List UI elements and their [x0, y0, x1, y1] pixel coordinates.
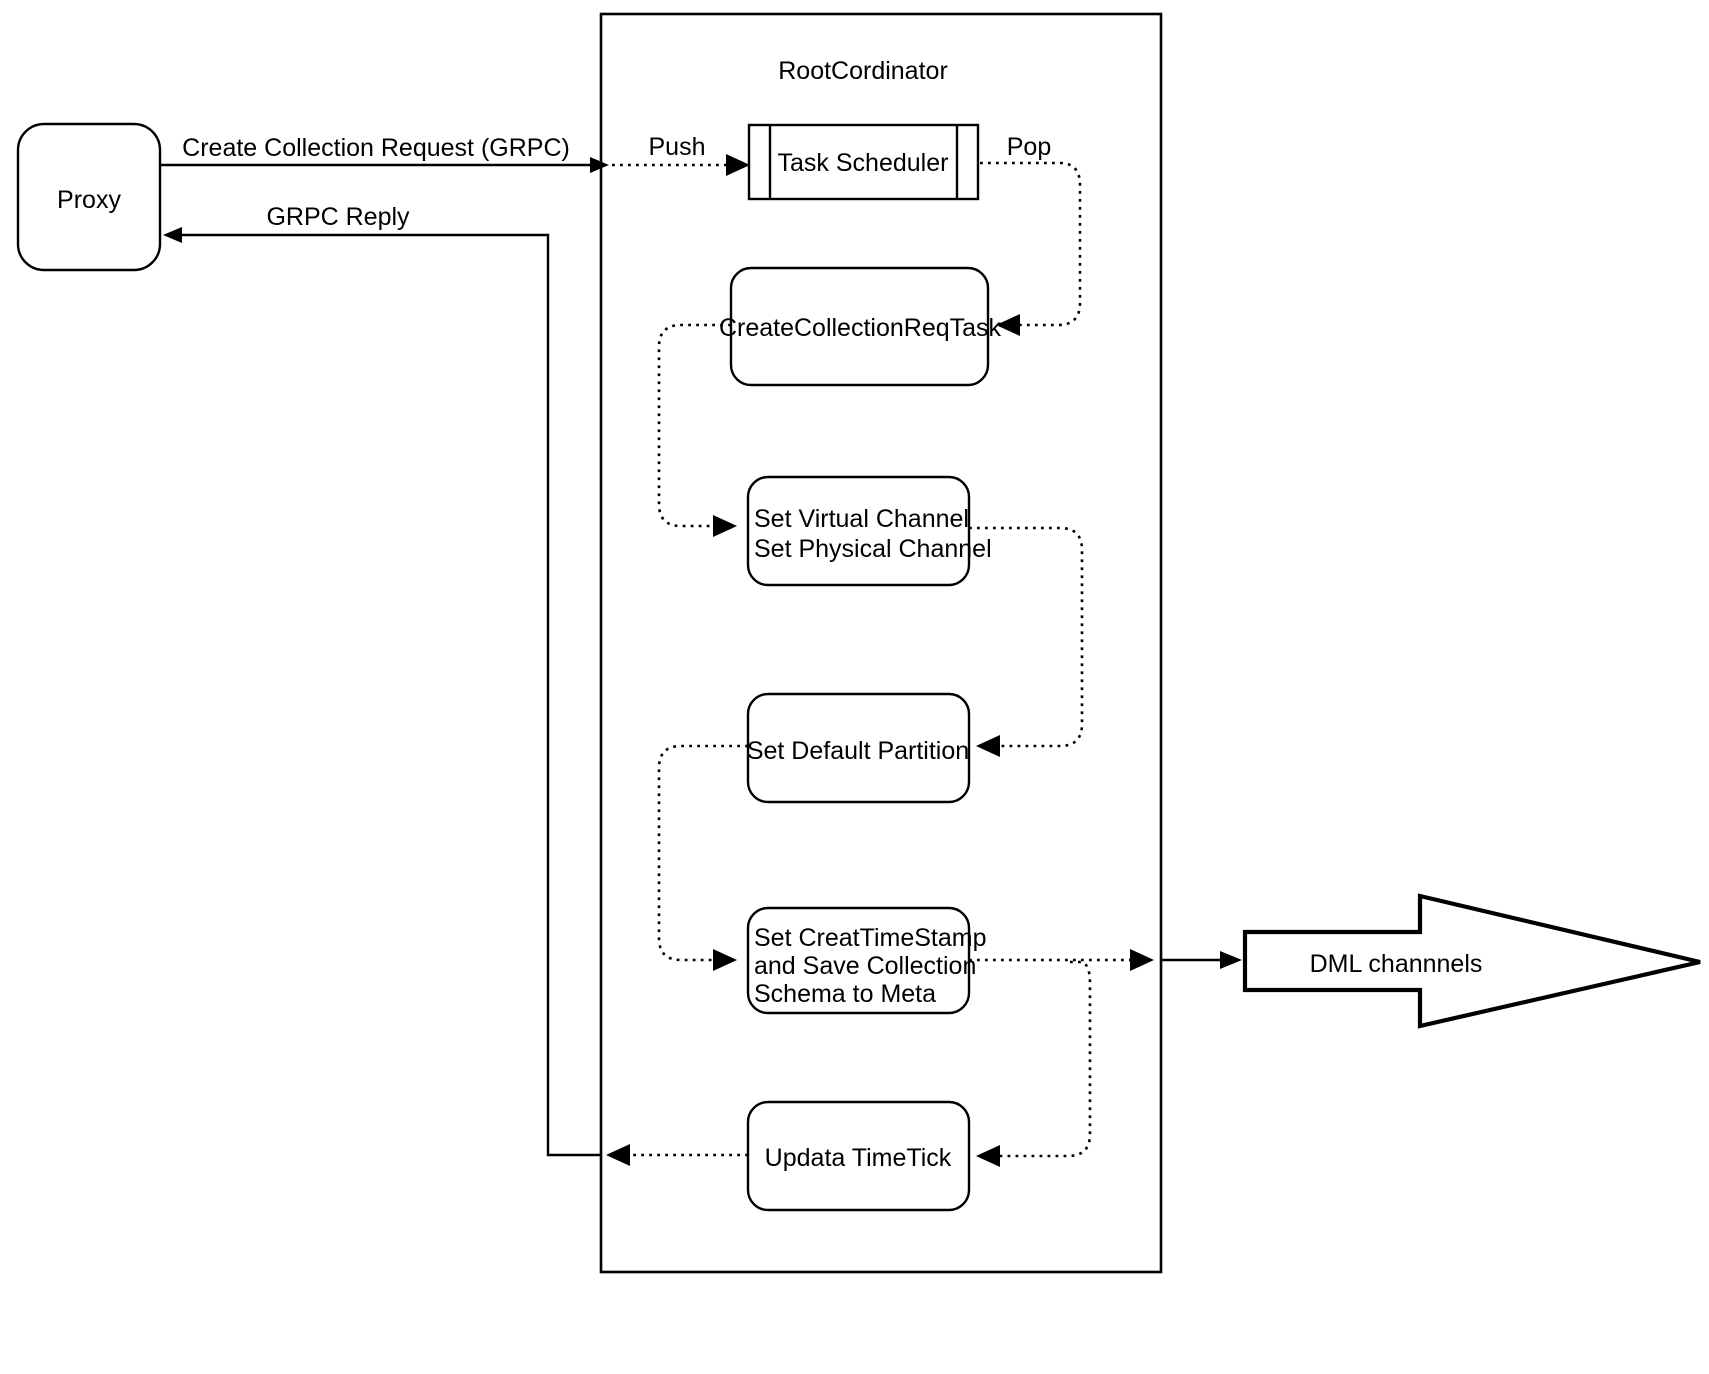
create-collection-req-task-label: CreateCollectionReqTask	[719, 314, 1002, 342]
proxy-node[interactable]	[16, 122, 162, 272]
set-timestamp-label-line1: Set CreatTimeStamp	[754, 924, 986, 952]
grpc-reply-line	[182, 233, 601, 1157]
task-scheduler-node[interactable]	[747, 123, 980, 201]
grpc-reply-arrowhead	[163, 227, 182, 243]
update-timetick-label: Updata TimeTick	[765, 1144, 952, 1172]
timestamp-to-dml-arrowhead-outer	[1220, 951, 1242, 969]
req-task-to-channels-arrowhead	[713, 515, 737, 537]
pop-label: Pop	[1007, 133, 1051, 161]
rootcordinator-container	[599, 12, 1163, 1274]
dml-channels-node[interactable]	[1242, 893, 1701, 1029]
create-collection-req-task-node[interactable]	[729, 266, 990, 387]
pop-arrowhead	[996, 314, 1020, 336]
grpc-reply-label: GRPC Reply	[266, 203, 410, 231]
rootcordinator-label: RootCordinator	[778, 57, 948, 85]
proxy-label: Proxy	[57, 186, 121, 214]
channels-to-partition-arrowhead	[976, 735, 1000, 757]
set-timestamp-label-line3: Schema to Meta	[754, 980, 936, 1008]
pop-line	[980, 161, 1082, 327]
create-collection-request-label: Create Collection Request (GRPC)	[182, 134, 570, 162]
partition-to-timestamp-arrowhead	[713, 949, 737, 971]
timetick-to-left-arrowhead	[606, 1144, 630, 1166]
set-channels-label-line1: Set Virtual Channel	[754, 505, 969, 533]
create-collection-request-arrowhead	[590, 157, 609, 173]
task-scheduler-label: Task Scheduler	[778, 149, 949, 177]
set-channels-label-line2: Set Physical Channel	[754, 535, 992, 563]
timestamp-to-timetick-arrowhead	[976, 1145, 1000, 1167]
push-label: Push	[649, 133, 706, 161]
push-arrowhead	[726, 154, 750, 176]
set-default-partition-node[interactable]	[746, 692, 971, 804]
set-timestamp-label-line2: and Save Collection	[754, 952, 976, 980]
set-default-partition-label: Set Default Partition	[747, 737, 969, 765]
dml-channels-label: DML channnels	[1310, 950, 1483, 978]
timestamp-to-dml-arrowhead-inner	[1130, 949, 1154, 971]
set-channels-node[interactable]	[746, 475, 971, 587]
